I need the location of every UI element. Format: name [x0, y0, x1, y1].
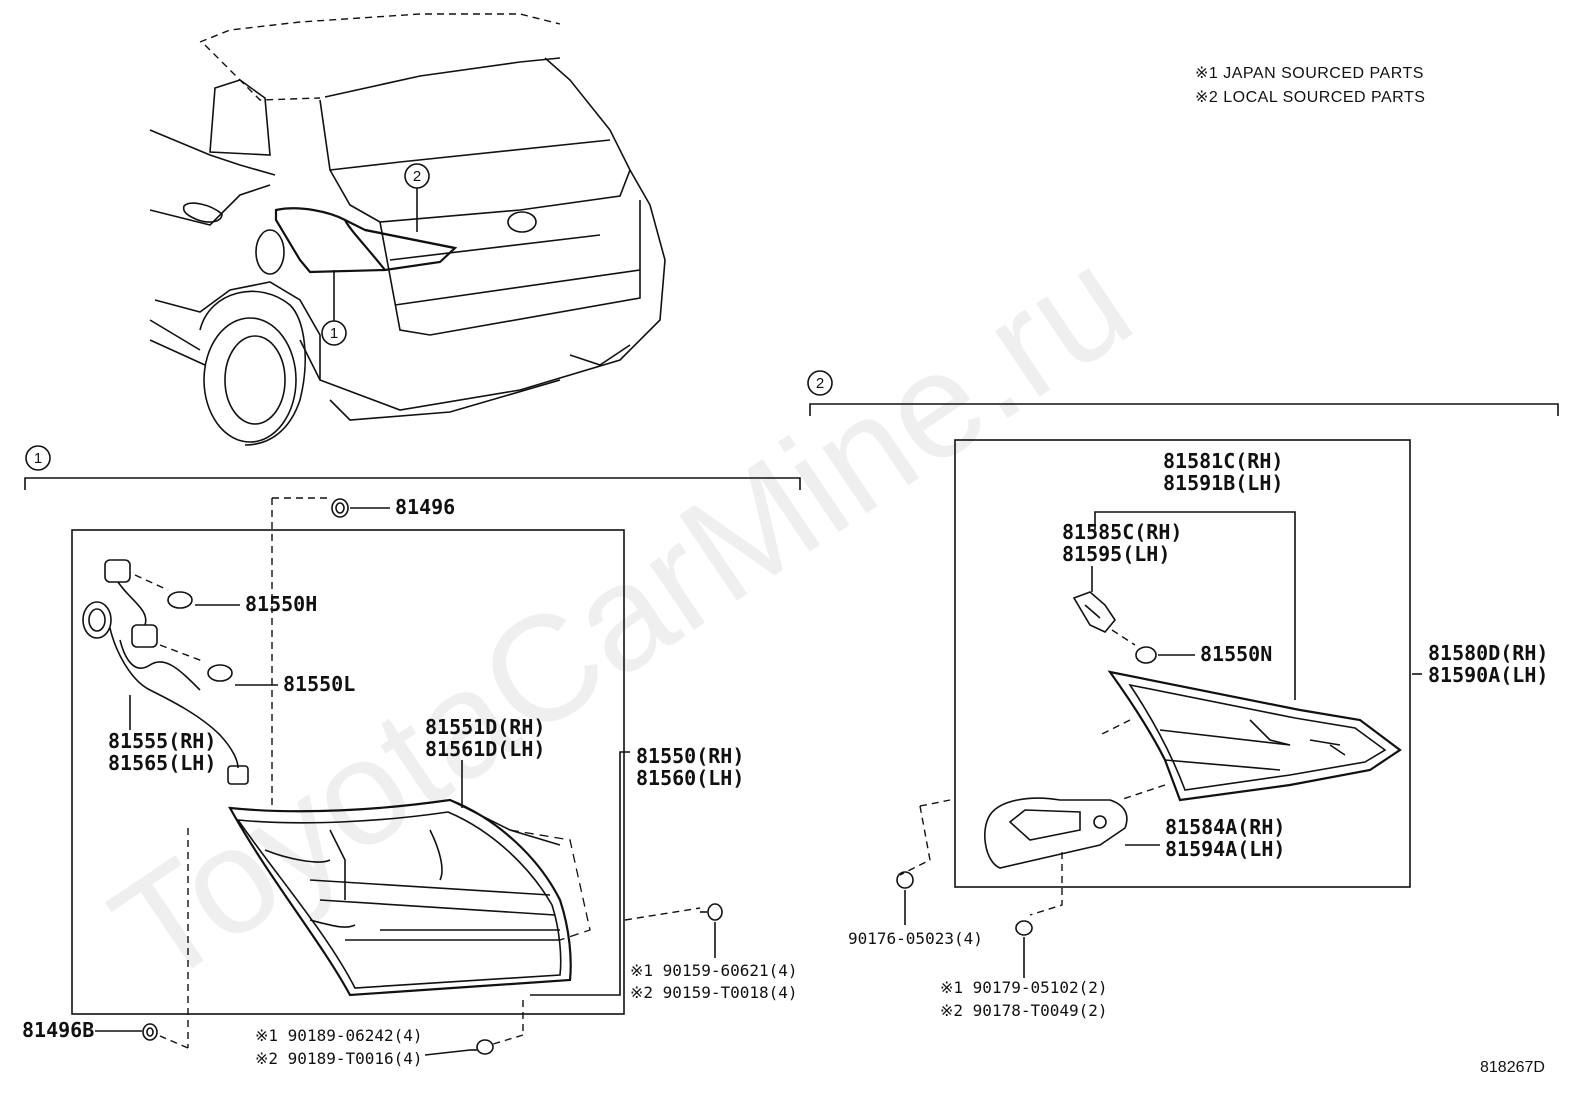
- section-1: 1 81496: [22, 445, 801, 1068]
- label-81580D: 81580D(RH): [1428, 641, 1548, 665]
- part-81550H-bulb: [134, 574, 240, 609]
- label-81581C: 81581C(RH): [1163, 449, 1283, 473]
- label-81551D: 81551D(RH): [425, 715, 545, 739]
- section-2: 2 81581C(RH) 81591B(LH) 81585C(RH) 81595…: [807, 370, 1559, 1020]
- label-81584A: 81584A(RH): [1165, 815, 1285, 839]
- svg-text:2: 2: [413, 168, 421, 185]
- note-local-sourced: ※2 LOCAL SOURCED PARTS: [1195, 89, 1425, 106]
- callout-car-2: 2: [404, 163, 430, 232]
- part-81496-grommet: [331, 498, 390, 518]
- car-rear-illustration: [149, 13, 666, 446]
- label-81550H: 81550H: [245, 592, 317, 616]
- label-81594A: 81594A(LH): [1165, 837, 1285, 861]
- label-81496B: 81496B: [22, 1018, 94, 1042]
- part-81496B-grommet: [95, 1023, 158, 1041]
- part-clip-90176: [896, 871, 914, 925]
- label-nut-local: ※2 90189-T0016(4): [255, 1049, 423, 1068]
- label-81585C: 81585C(RH): [1062, 520, 1182, 544]
- back-door-lamp: [1099, 670, 1402, 802]
- figure-id: 818267D: [1480, 1059, 1545, 1076]
- label-nut-japan: ※1 90189-06242(4): [255, 1026, 423, 1045]
- label-81560: 81560(LH): [636, 766, 744, 790]
- label-81555: 81555(RH): [108, 729, 216, 753]
- label-screw-japan: ※1 90159-60621(4): [630, 961, 798, 980]
- note-japan-sourced: ※1 JAPAN SOURCED PARTS: [1195, 65, 1424, 82]
- part-nut-90179: [1015, 920, 1033, 978]
- label-nut2-local: ※2 90178-T0049(2): [940, 1001, 1108, 1020]
- label-clip: 90176-05023(4): [848, 929, 983, 948]
- part-81550N-bulb: [1135, 646, 1195, 664]
- svg-text:1: 1: [34, 450, 42, 467]
- label-81550: 81550(RH): [636, 744, 744, 768]
- part-81585C-socket: [1072, 591, 1136, 646]
- svg-text:2: 2: [816, 375, 824, 392]
- svg-text:1: 1: [330, 325, 338, 342]
- label-screw-local: ※2 90159-T0018(4): [630, 983, 798, 1002]
- label-81561D: 81561D(LH): [425, 737, 545, 761]
- label-nut2-japan: ※1 90179-05102(2): [940, 978, 1108, 997]
- callout-section-2: 2: [807, 370, 833, 396]
- assembly-box-2: [954, 439, 1411, 888]
- label-81595: 81595(LH): [1062, 542, 1170, 566]
- part-81584A-gasket: [984, 797, 1160, 869]
- label-81591B: 81591B(LH): [1163, 471, 1283, 495]
- label-81565: 81565(LH): [108, 751, 216, 775]
- label-81550N: 81550N: [1200, 642, 1272, 666]
- label-81590A: 81590A(LH): [1428, 663, 1548, 687]
- socket-wire-harness: [82, 559, 249, 785]
- part-nut-90189: [424, 1039, 494, 1056]
- label-81550L: 81550L: [283, 672, 355, 696]
- callout-section-1: 1: [25, 445, 51, 471]
- assembly-box-1: [71, 529, 625, 1015]
- rear-combination-lamp: [228, 798, 591, 997]
- callout-car-1: 1: [321, 270, 347, 346]
- part-screw-90159: [700, 903, 723, 958]
- part-81550L-bulb: [159, 644, 278, 686]
- label-81496: 81496: [395, 495, 455, 519]
